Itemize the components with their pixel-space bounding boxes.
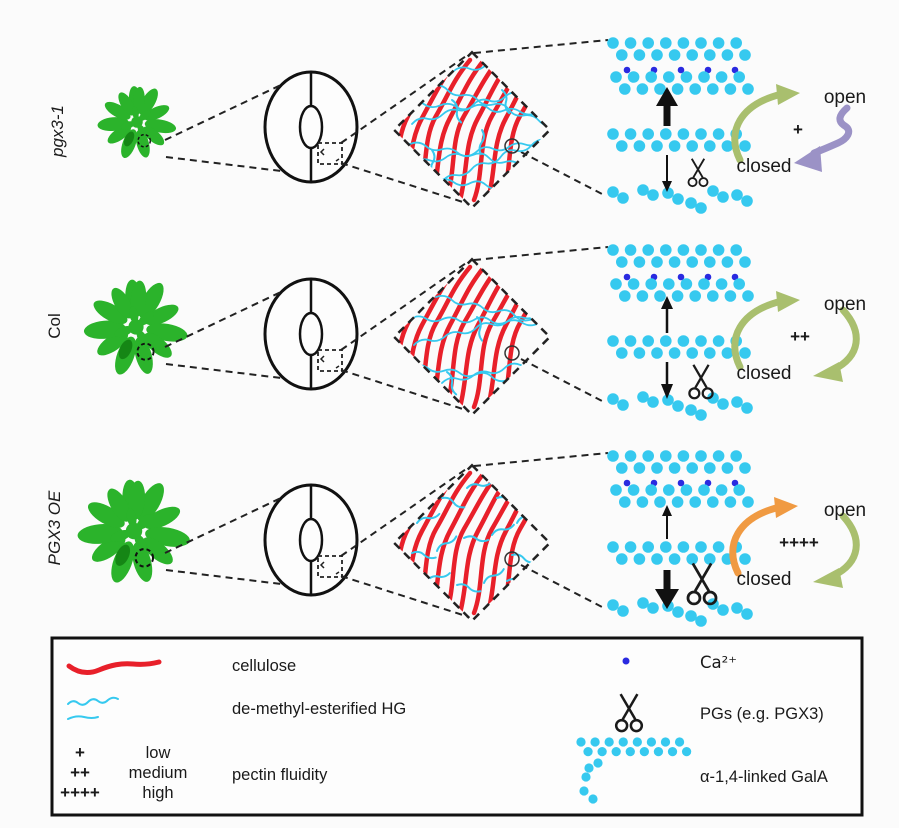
- plant-rosette-pgx3-1: [96, 84, 178, 161]
- fluidity-symbol-medium: ++: [70, 763, 90, 782]
- fluidity-level: +: [793, 120, 803, 139]
- closed-label: closed: [737, 569, 792, 590]
- legend-gala-label: α-1,4-linked GalA: [700, 768, 828, 786]
- fluidity-level: ++++: [779, 533, 819, 552]
- scissors-icon: [686, 562, 718, 606]
- scissors-icon: [688, 363, 714, 400]
- zoom-source-circle: [504, 345, 520, 361]
- cellulose-fibers: [390, 267, 554, 407]
- stoma-diagram: [263, 70, 359, 184]
- cellulose-fibers: [390, 473, 554, 613]
- close-arrow-purple-wavy: [794, 104, 853, 172]
- legend-calcium-label: Ca²⁺: [700, 653, 737, 672]
- hg-chain: [607, 128, 751, 152]
- patch-border: [392, 463, 552, 623]
- fluidity-label-low: low: [146, 744, 171, 762]
- row-pgx3-1: open closed +: [96, 37, 866, 214]
- hg-dimer-calcium: [607, 244, 754, 302]
- open-label: open: [824, 294, 866, 315]
- hg-fragments: [607, 184, 753, 214]
- closed-label: closed: [737, 363, 792, 384]
- zoom-connector-lines: [164, 452, 609, 618]
- hg-chain: [607, 335, 751, 359]
- legend-pectin-fluidity-label: pectin fluidity: [232, 766, 328, 784]
- scissors-icon: [687, 157, 709, 188]
- fluidity-symbol-low: +: [75, 743, 85, 762]
- crosslink-arrow-thick: [656, 87, 678, 126]
- legend-hg-label: de-methyl-esterified HG: [232, 700, 406, 718]
- row-pgx3-oe: open closed ++++: [75, 450, 866, 627]
- patch-border: [392, 257, 552, 417]
- hg-dimer-calcium: [607, 450, 754, 508]
- fluidity-label-high: high: [142, 784, 173, 802]
- cell-wall-patch: [390, 57, 564, 200]
- crosslink-arrow-medium: [661, 296, 673, 333]
- plant-rosette-col: [82, 278, 190, 379]
- open-label: open: [824, 500, 866, 521]
- stoma-diagram: [263, 483, 359, 597]
- cleave-arrow-thin: [662, 155, 672, 192]
- legend-cellulose-label: cellulose: [232, 657, 296, 675]
- legend-box: cellulose de-methyl-esterified HG + low …: [50, 636, 864, 817]
- calcium-swatch: [622, 657, 630, 665]
- close-arrow-green: [813, 516, 856, 588]
- cellulose-fibers: [390, 60, 554, 200]
- crosslink-arrow-thin: [662, 505, 672, 539]
- zoom-connector-lines: [164, 39, 609, 205]
- hg-swatch: [67, 696, 119, 720]
- hg-fragments: [607, 391, 753, 421]
- hg-fragments: [607, 597, 753, 627]
- row-label-pgx3-1: pgx3-1: [48, 105, 67, 158]
- open-label: open: [824, 87, 866, 108]
- row-col: open closed ++: [82, 244, 866, 421]
- zoom-connector-lines: [164, 246, 609, 412]
- cell-wall-patch: [390, 473, 554, 613]
- gala-swatch: [576, 737, 692, 804]
- legend-pgs-label: PGs (e.g. PGX3): [700, 705, 824, 723]
- zoom-source-circle: [504, 138, 520, 154]
- stoma-diagram: [263, 277, 359, 391]
- cleave-arrow-medium: [661, 362, 673, 399]
- fluidity-level: ++: [790, 327, 810, 346]
- plant-rosette-pgx3-oe: [75, 477, 193, 587]
- cellulose-swatch: [66, 659, 162, 676]
- fluidity-label-medium: medium: [129, 764, 188, 782]
- legend-border: [50, 636, 864, 817]
- cleave-arrow-thick: [655, 570, 679, 609]
- closed-label: closed: [737, 156, 792, 177]
- fluidity-symbol-high: ++++: [60, 783, 100, 802]
- zoom-source-circle: [504, 551, 520, 567]
- hg-dimer-calcium: [607, 37, 754, 95]
- close-arrow-green: [813, 310, 856, 382]
- cell-wall-patch: [390, 267, 569, 407]
- row-label-pgx3-oe: PGX3 OE: [45, 490, 64, 565]
- row-label-col: Col: [45, 313, 64, 339]
- patch-border: [392, 50, 552, 210]
